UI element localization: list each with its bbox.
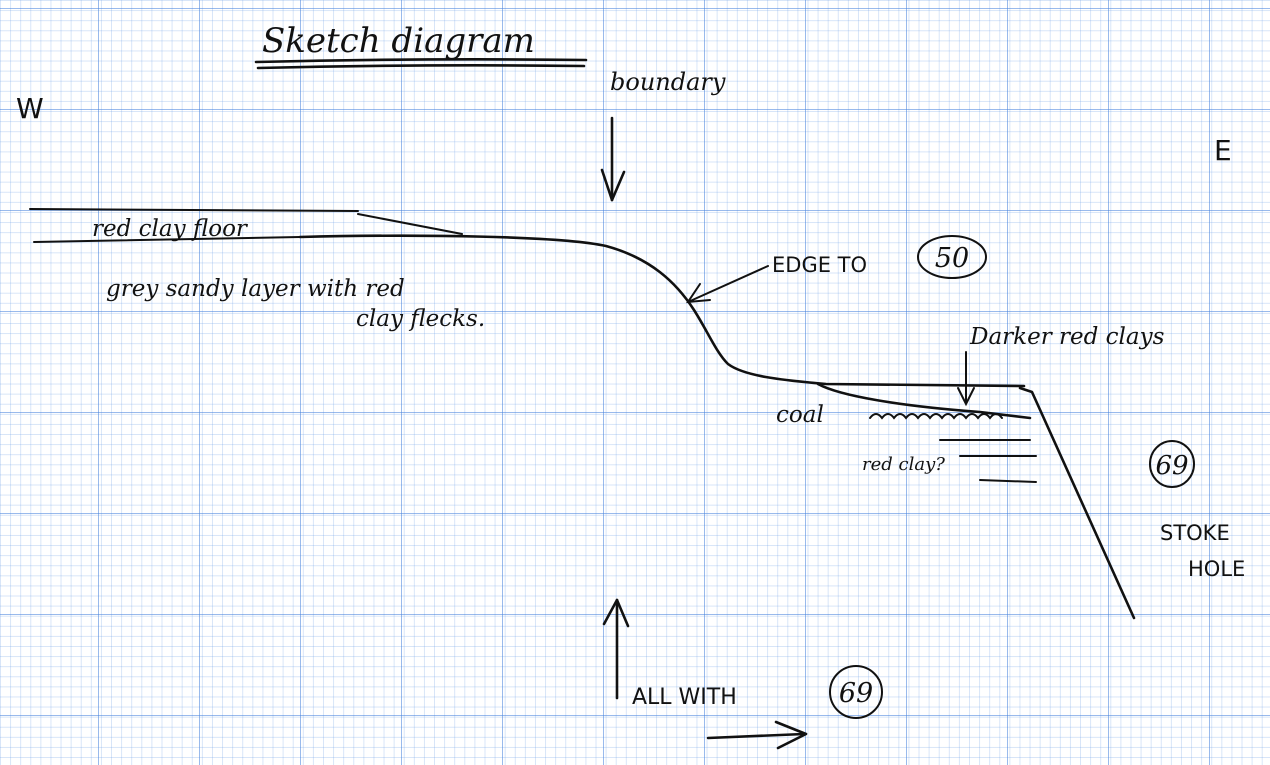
boundary-label: boundary [610, 68, 726, 96]
darker-arrow-head [957, 387, 975, 407]
edge-arrow-shaft [687, 265, 769, 303]
boundary-arrow-head [600, 168, 626, 202]
east-arrow-shaft [706, 732, 806, 740]
coal-scribble [869, 413, 1003, 420]
title-underline-2 [256, 64, 586, 70]
compass-east: E [1214, 134, 1232, 167]
stokehole-slope-line [1018, 386, 1136, 620]
edge-to-circle [917, 235, 987, 279]
edge-to-number: 50 [935, 243, 969, 274]
all-with-number: 69 [839, 678, 873, 709]
stokehole-label-line1: STOKE [1160, 521, 1230, 545]
ground-profile-line [298, 234, 1026, 388]
diagram-title: Sketch diagram [262, 21, 535, 61]
east-arrow-head [774, 720, 808, 750]
edge-arrow-head [686, 283, 711, 304]
all-with-label: ALL WITH [632, 685, 737, 710]
red-clay-floor-bottom-line [33, 236, 301, 243]
coal-layer-line [816, 382, 1032, 420]
stokehole-number: 69 [1155, 451, 1188, 481]
grey-sandy-label-line2: clay flecks. [356, 306, 485, 332]
red-clay-line-3 [979, 479, 1037, 483]
red-clay-question-label: red clay? [862, 454, 945, 475]
grey-sandy-label-line1: grey sandy layer with red [106, 276, 405, 302]
red-clay-floor-taper [357, 213, 463, 235]
compass-west: W [16, 92, 44, 125]
all-with-circle [829, 665, 883, 719]
title-underline-1 [254, 58, 588, 64]
red-clay-floor-label: red clay floor [92, 216, 249, 242]
edge-to-label: EDGE TO [772, 253, 867, 277]
all-with-arrow-head [602, 598, 630, 628]
stokehole-circle [1149, 440, 1195, 488]
red-clay-floor-top-line [29, 208, 359, 212]
darker-red-clays-label: Darker red clays [969, 324, 1165, 350]
stokehole-label-line2: HOLE [1188, 557, 1245, 581]
coal-label: coal [776, 402, 824, 428]
